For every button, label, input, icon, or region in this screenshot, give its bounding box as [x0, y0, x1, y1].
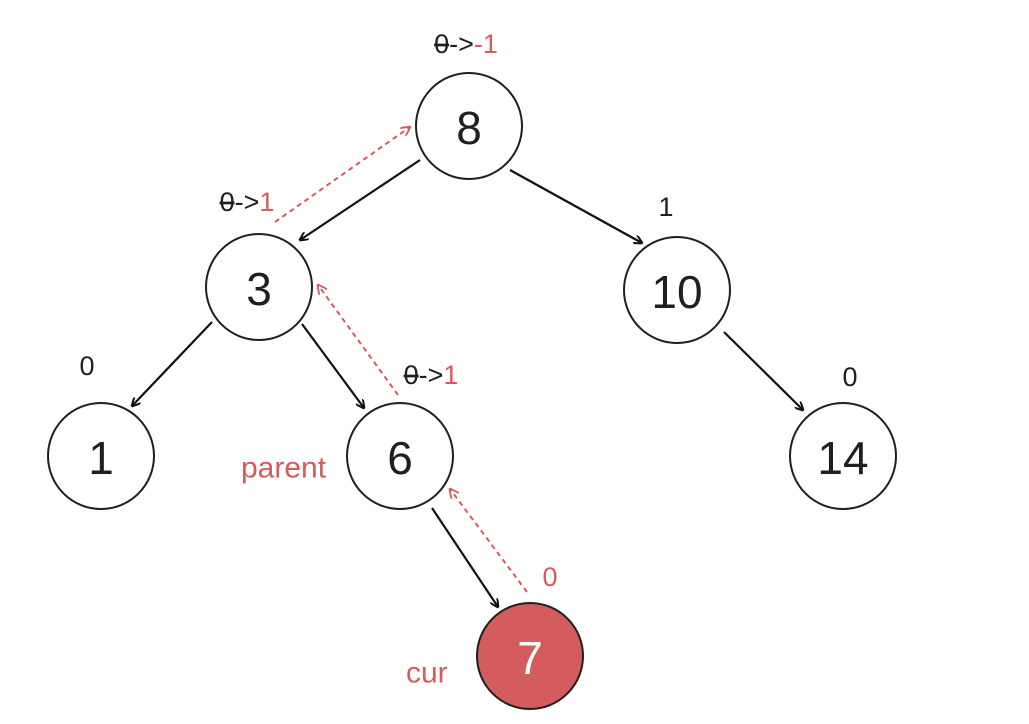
bf-new: 1 [443, 360, 458, 390]
edge-8-3 [300, 159, 421, 240]
balance-factors: 0->-1 0->1 1 0 0->1 0 0 [79, 29, 857, 592]
balance-factor-14: 0 [842, 362, 857, 392]
node-value: 14 [817, 432, 868, 484]
balance-factor-7: 0 [542, 562, 557, 592]
edge-3-6 [301, 323, 364, 408]
edge-8-10 [509, 169, 642, 243]
bf-old: 0 [404, 360, 419, 390]
bf-arrow: -> [449, 29, 474, 59]
edge-10-14 [723, 331, 803, 410]
edge-6-7 [431, 507, 498, 607]
edge-3-1 [132, 321, 213, 406]
parent-pointer-label: parent [241, 452, 327, 485]
balance-factor-8: 0->-1 [434, 29, 498, 59]
bf-new: -1 [474, 29, 498, 59]
node-value: 7 [517, 632, 543, 684]
node-8: 8 [415, 72, 523, 180]
balance-factor-10: 1 [658, 192, 673, 222]
node-1: 1 [47, 402, 155, 510]
node-value: 10 [651, 266, 702, 318]
back-edge-3-8 [274, 127, 410, 223]
balance-factor-1: 0 [79, 351, 94, 381]
back-edge-6-3 [318, 285, 399, 396]
bf-old: 0 [434, 29, 449, 59]
node-value: 8 [456, 102, 482, 154]
update-path-edges [274, 127, 528, 593]
balance-factor-3: 0->1 [220, 187, 275, 217]
node-7-current: 7 [476, 602, 584, 710]
back-edge-7-6 [450, 489, 528, 593]
bf-new: 1 [259, 187, 274, 217]
node-14: 14 [789, 402, 897, 510]
node-6: 6 [346, 402, 454, 510]
pointer-labels: parent cur [241, 452, 448, 690]
tree-edges [132, 159, 803, 607]
node-10: 10 [623, 236, 731, 344]
cur-pointer-label: cur [406, 657, 448, 690]
node-3: 3 [205, 233, 313, 341]
node-value: 1 [88, 432, 114, 484]
tree-nodes: 8 3 10 1 6 14 7 [47, 72, 897, 710]
node-value: 6 [387, 432, 413, 484]
bf-old: 0 [220, 187, 235, 217]
balance-factor-6: 0->1 [404, 360, 459, 390]
bf-arrow: -> [235, 187, 260, 217]
bf-arrow: -> [419, 360, 444, 390]
node-value: 3 [246, 263, 272, 315]
